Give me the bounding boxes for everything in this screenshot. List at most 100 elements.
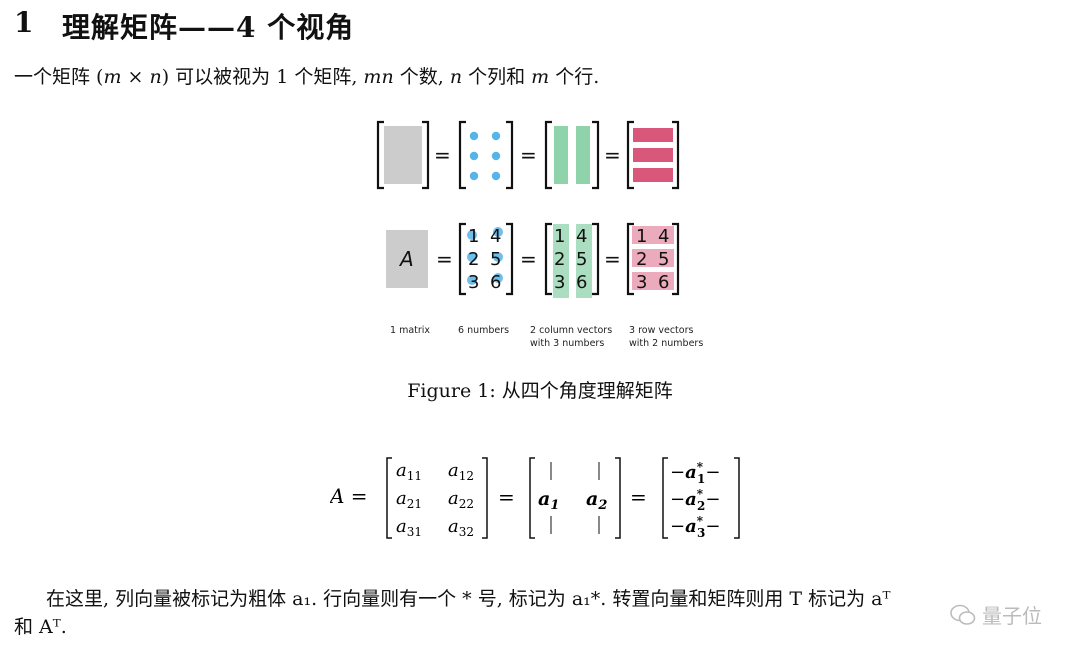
number-dot	[491, 171, 501, 181]
paragraph-line-2: 和 Aᵀ.	[14, 616, 67, 638]
bracket-right	[615, 457, 621, 539]
label-line: with 3 numbers	[530, 338, 605, 349]
column-bar	[553, 224, 569, 298]
bracket-right	[506, 120, 514, 190]
matrix-number: 3	[636, 272, 647, 293]
number-dot	[469, 151, 479, 161]
number-dot	[491, 131, 501, 141]
intro-text: 一个矩阵 (m × n) 可以被视为 1 个矩阵, mn 个数, n 个列和 m…	[14, 62, 599, 89]
matrix-entry: a12	[448, 460, 474, 483]
bracket-left	[458, 120, 466, 190]
matrix-symbol-a: A	[398, 247, 414, 271]
row-bar	[632, 272, 674, 290]
intro-part: ) 可以被视为 1 个矩阵,	[161, 66, 364, 88]
intro-dims: m × n	[103, 66, 162, 88]
intro-part: 个行.	[549, 66, 600, 88]
matrix-number: 6	[490, 272, 501, 293]
bracket-right	[734, 457, 740, 539]
wechat-icon	[950, 604, 976, 625]
label-row-vectors: 3 row vectors with 2 numbers	[629, 324, 703, 350]
row-vectors: −a*1− −a*2− −a*3−	[670, 460, 721, 540]
intro-part: 个列和	[462, 66, 532, 88]
row-bar	[633, 168, 673, 182]
number-dot	[491, 151, 501, 161]
matrix-number: 2	[468, 249, 479, 270]
label-column-vectors: 2 column vectors with 3 numbers	[530, 324, 612, 350]
column-bar	[554, 126, 568, 184]
matrix-number: 1	[468, 226, 479, 247]
bracket-left	[626, 120, 634, 190]
number-dot	[493, 273, 503, 283]
intro-part: 个数,	[393, 66, 450, 88]
row-bar	[633, 148, 673, 162]
row-bar	[632, 226, 674, 244]
watermark: 量子位	[950, 600, 1042, 629]
equation-lhs: A =	[330, 484, 368, 508]
label-6-numbers: 6 numbers	[458, 324, 509, 337]
equals-sign: =	[604, 247, 621, 271]
label-line: 3 row vectors	[629, 325, 694, 336]
section-title: 理解矩阵——4 个视角	[62, 11, 355, 44]
paragraph-line-1: 在这里, 列向量被标记为粗体 a₁. 行向量则有一个 * 号, 标记为 a₁*.…	[46, 588, 891, 610]
row-vector-a1: −a*1−	[670, 460, 721, 486]
equals-sign: =	[520, 247, 537, 271]
matrix-number: 6	[576, 272, 587, 293]
figure-caption: Figure 1: 从四个角度理解矩阵	[407, 380, 673, 402]
number-dot	[467, 230, 477, 240]
label-line: 2 column vectors	[530, 325, 613, 336]
number-dot	[467, 275, 477, 285]
matrix-number: 2	[636, 249, 647, 270]
intro-n: n	[449, 66, 463, 88]
bracket-right	[422, 120, 430, 190]
matrix-entry: a32	[448, 516, 474, 539]
number-dot	[469, 171, 479, 181]
intro-mn: mn	[363, 66, 394, 88]
watermark-text: 量子位	[982, 604, 1042, 628]
label-line: 6 numbers	[458, 325, 510, 336]
matrix-number: 1	[554, 226, 565, 247]
matrix-number: 5	[576, 249, 587, 270]
bracket-right	[592, 222, 600, 296]
col-vector-a2: a2	[586, 488, 607, 513]
bracket-left	[458, 222, 466, 296]
number-dot	[467, 252, 477, 262]
matrix-number: 5	[490, 249, 501, 270]
matrix-entry: a31	[396, 516, 422, 539]
label-line: with 2 numbers	[629, 338, 704, 349]
row-vector-a3: −a*3−	[670, 514, 721, 540]
matrix-entry: a21	[396, 488, 422, 511]
intro-part: 一个矩阵 (	[14, 66, 104, 88]
matrix-number: 2	[554, 249, 565, 270]
bracket-left	[544, 222, 552, 296]
equals-sign: =	[604, 143, 621, 167]
bracket-left	[662, 457, 668, 539]
section-number: 1	[14, 6, 34, 39]
matrix-entry: a22	[448, 488, 474, 511]
bracket-right	[482, 457, 488, 539]
bracket-left	[386, 457, 392, 539]
matrix-number: 1	[636, 226, 647, 247]
number-dot	[493, 252, 503, 262]
matrix-number: 3	[468, 272, 479, 293]
bracket-right	[672, 222, 680, 296]
number-dot	[469, 131, 479, 141]
equals-sign: =	[498, 485, 515, 509]
matrix-number: 4	[490, 226, 501, 247]
bracket-right	[592, 120, 600, 190]
number-dot	[493, 227, 503, 237]
column-bar	[576, 126, 590, 184]
row-vector-a2: −a*2−	[670, 487, 721, 513]
matrix-number: 6	[658, 272, 669, 293]
bracket-left	[376, 120, 384, 190]
intro-m: m	[531, 66, 550, 88]
equals-sign: =	[520, 143, 537, 167]
bracket-right	[506, 222, 514, 296]
matrix-number: 5	[658, 249, 669, 270]
row-bar	[633, 128, 673, 142]
matrix-number: 4	[576, 226, 587, 247]
gray-matrix-block	[386, 230, 428, 288]
